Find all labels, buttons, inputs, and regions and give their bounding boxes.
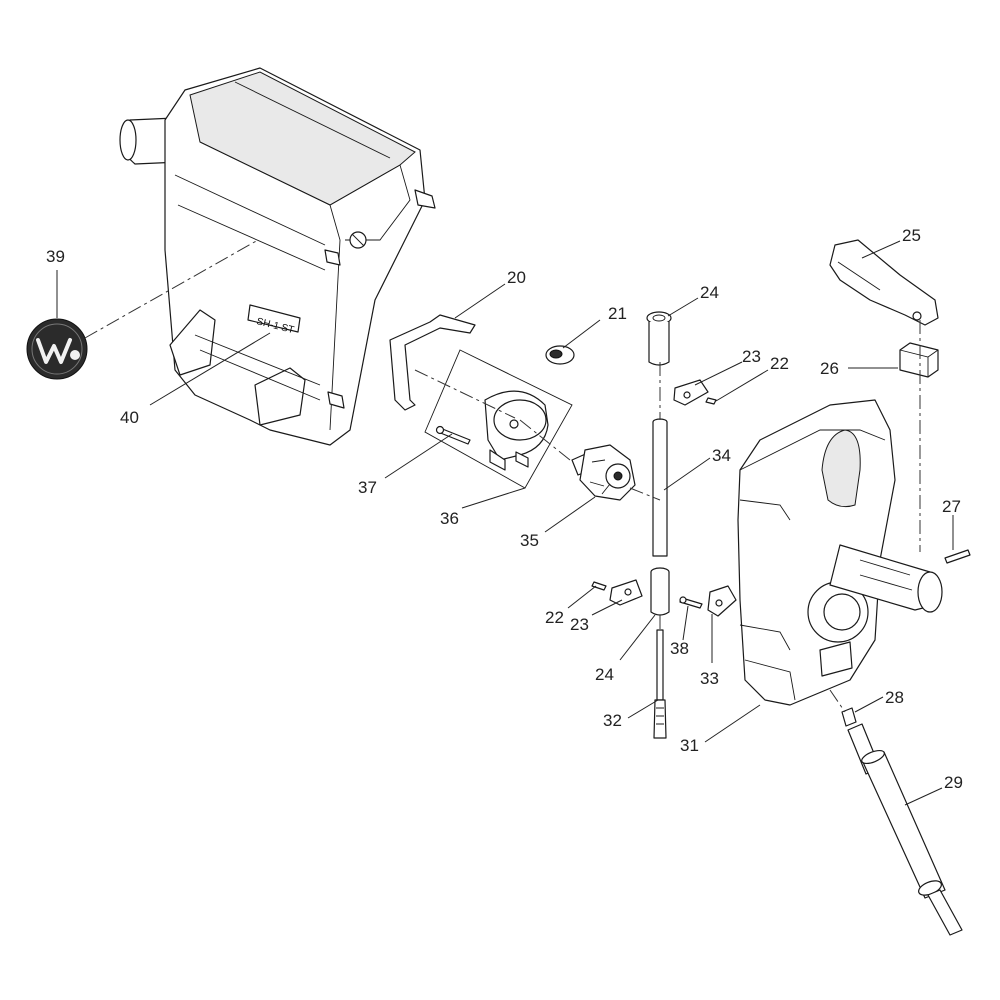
callout-38: 38 (670, 639, 689, 658)
callout-23-upper: 23 (742, 347, 761, 366)
callout-24-upper: 24 (700, 283, 719, 302)
callout-35: 35 (520, 531, 539, 550)
part-21-grommet (545, 345, 575, 365)
callout-22-upper: 22 (770, 354, 789, 373)
callout-27: 27 (942, 497, 961, 516)
part-35-rotor (571, 444, 636, 501)
part-23-upper-clamp (673, 379, 709, 406)
part-40-housing-cover: SH-1 ST (119, 67, 436, 446)
part-39-emblem (26, 318, 88, 380)
part-25-lever (829, 239, 939, 326)
w-logo-icon (36, 338, 72, 364)
callout-34: 34 (712, 446, 731, 465)
leader-lines (56, 240, 954, 806)
part-22-upper-screw (705, 397, 717, 405)
part-26-block (899, 342, 939, 378)
part-27-pin (944, 549, 971, 564)
part-37-bolt (435, 425, 471, 445)
part-23-lower-clamp (609, 579, 643, 606)
callout-32: 32 (603, 711, 622, 730)
callout-37: 37 (358, 478, 377, 497)
part-22-lower-screw (591, 581, 607, 591)
part-28-connector (841, 707, 857, 727)
callout-40: 40 (120, 408, 139, 427)
callout-21: 21 (608, 304, 627, 323)
part-36-motor-housing (424, 349, 573, 489)
callout-labels: 39 40 20 21 37 36 35 24 23 22 34 22 23 2… (46, 226, 963, 792)
callout-24-lower: 24 (595, 665, 614, 684)
part-33-clip (707, 585, 737, 617)
part-32-shaft-pin (653, 629, 667, 739)
callout-36: 36 (440, 509, 459, 528)
callout-31: 31 (680, 736, 699, 755)
part-24-lower-bushing (650, 567, 670, 616)
part-29-cable-tube (847, 723, 963, 936)
part-24-upper-bushing (646, 311, 672, 366)
assembly-axes (84, 239, 921, 713)
callout-23-lower: 23 (570, 615, 589, 634)
callout-25: 25 (902, 226, 921, 245)
part-31-gearbox-housing (737, 399, 943, 706)
part-38-screw (679, 596, 703, 609)
callout-29: 29 (944, 773, 963, 792)
callout-26: 26 (820, 359, 839, 378)
callout-33: 33 (700, 669, 719, 688)
callout-22-lower: 22 (545, 608, 564, 627)
callout-20: 20 (507, 268, 526, 287)
part-34-shaft (652, 418, 668, 557)
part-20-bracket (389, 314, 476, 411)
callout-39: 39 (46, 247, 65, 266)
callout-28: 28 (885, 688, 904, 707)
